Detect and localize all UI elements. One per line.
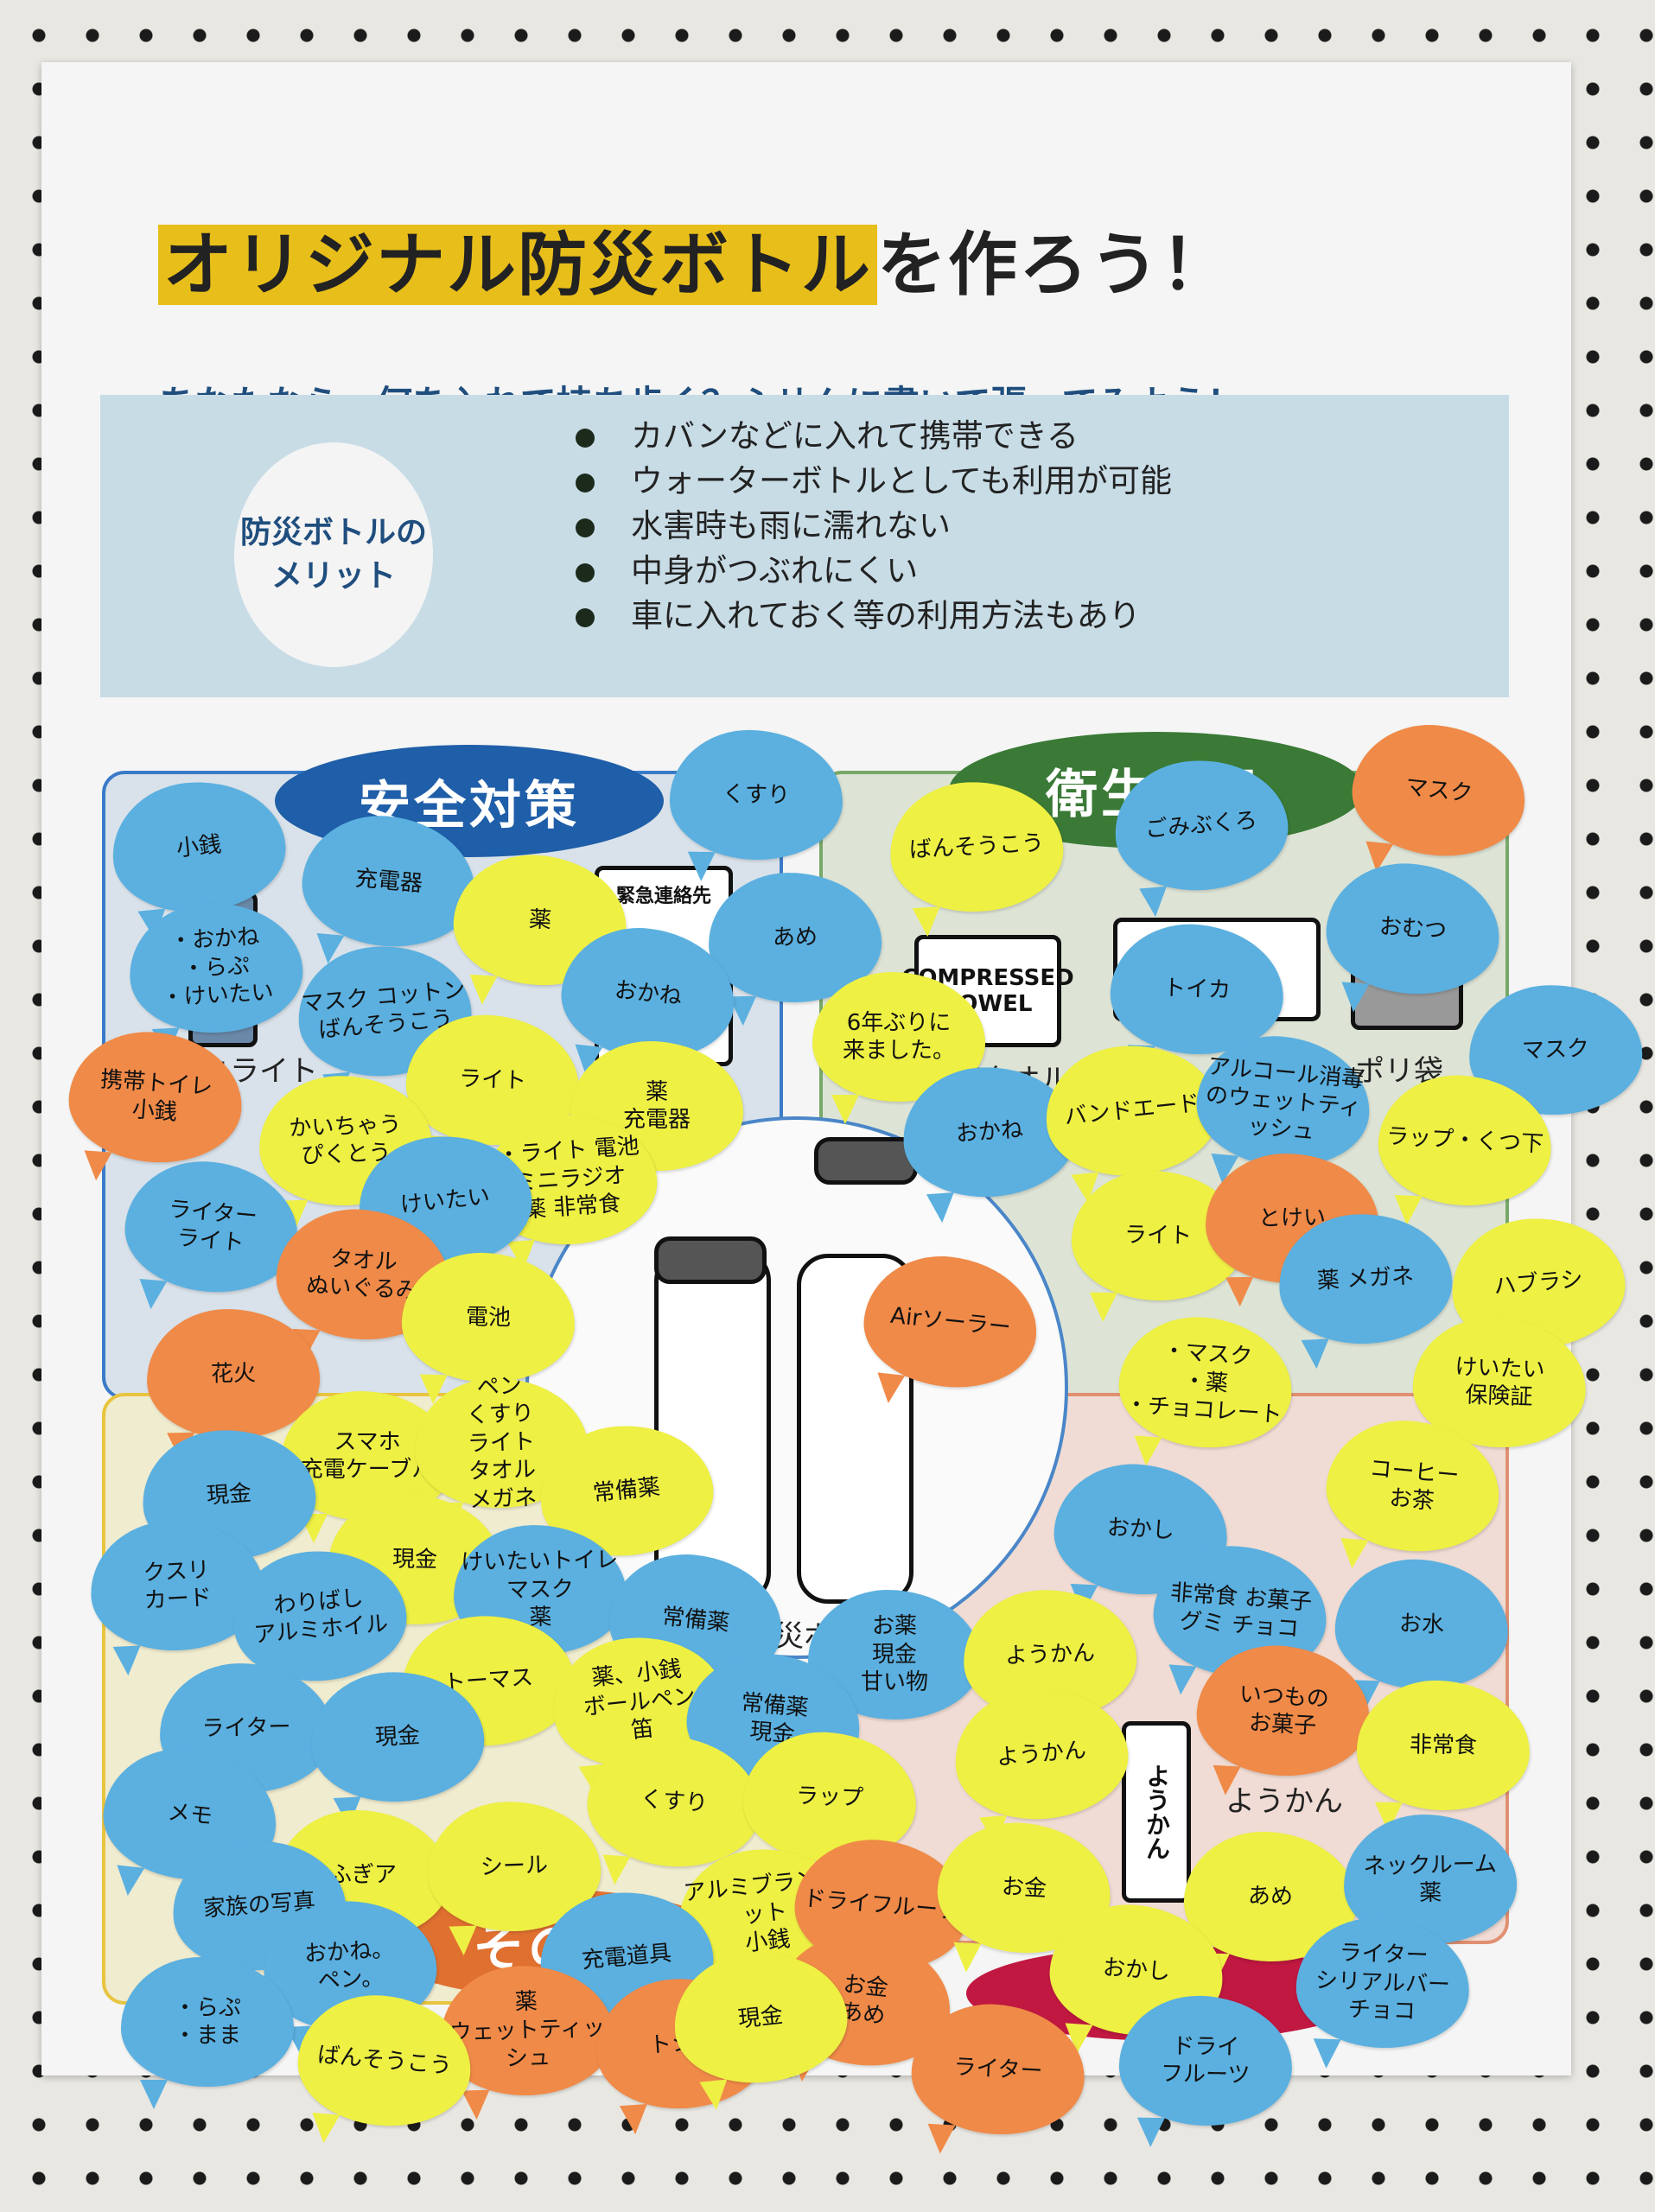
sticky-note-text: おむつ [1378,913,1448,944]
sticky-note-text: 薬 [528,906,552,934]
sticky-note-text: ・マスク ・薬 ・チョコレート [1123,1338,1283,1429]
sticky-note-text: ライター [952,2054,1044,2085]
sticky-note-text: おかし [1106,1514,1175,1544]
sticky-note-text: ばんそうこう [908,830,1045,863]
sticky-note-text: 携帯トイレ 小銭 [99,1066,214,1126]
sticky-note-text: 薬 充電器 [622,1078,691,1134]
title-rest: を作ろう！ [877,225,1232,305]
merit-item: 中身がつぶれにくい [576,549,1172,594]
sticky-note-text: おかね [955,1116,1024,1147]
merit-item: カバンなどに入れて携帯できる [576,414,1172,459]
open-cap-icon [814,1137,918,1185]
sticky-note-text: あめ [1247,1883,1294,1910]
sticky-note-text: ふぎア [328,1861,397,1888]
sticky-note-text: 常備薬 [591,1473,662,1507]
sticky-note-text: 薬 メガネ [1316,1262,1415,1294]
merit-item: 水害時も雨に濡れない [576,504,1172,549]
sticky-note-text: ・おかね ・らぷ ・けいたい [160,924,275,1012]
sticky-note-text: お金 [1001,1873,1047,1903]
sticky-note-text: 現金 [391,1546,438,1573]
sticky-note-text: マスク [1404,773,1474,807]
sticky-note-text: 現金 [205,1479,252,1510]
sticky-note-text: コーヒー お茶 [1368,1455,1461,1516]
sticky-note-text: クスリ カード [142,1556,213,1614]
sticky-note-text: Airソーラー [888,1302,1013,1341]
sticky-note-text: 充電器 [353,865,424,898]
sticky-note-text: 非常食 お菓子 グミ チョコ [1169,1579,1314,1643]
sticky-note-text: ライト [1123,1222,1193,1249]
merit-list: カバンなどに入れて携帯できる ウォーターボトルとしても利用が可能 水害時も雨に濡… [576,414,1172,639]
sticky-note-text: トイカ [1162,975,1232,1004]
sticky-note-text: お水 [1398,1610,1445,1638]
sticky-note-text: ラップ [795,1783,864,1812]
sticky-note-text: シール [480,1852,549,1881]
sticky-note-text: ライター ライト [167,1196,259,1257]
sticky-note-text: バンドエード [1063,1090,1201,1130]
sticky-note-text: わりばし アルミホイル [252,1585,390,1649]
merit-heading: 防災ボトルのメリット [234,442,433,667]
sticky-note-text: ライター シリアルバー チョコ [1314,1940,1451,2025]
sticky-note-text: 常備薬 [660,1603,731,1637]
sticky-note: お薬 現金 甘い物 [808,1590,981,1742]
sticky-note-text: 薬、小銭 ボールペン 笛 [582,1656,697,1745]
sticky-note-text: 電池 [465,1304,512,1332]
title-highlight: オリジナル防災ボトル [158,225,877,305]
sticky-note-text: ばんそうこう [315,2042,454,2080]
poster-title: オリジナル防災ボトルを作ろう！ [158,209,1232,309]
sticky-note-text: ・らぷ ・まま [173,1994,241,2050]
sticky-note-text: けいたい [398,1183,492,1219]
sticky-note-text: ライト [458,1065,527,1095]
sticky-note-text: ドライ フルーツ [1160,2032,1251,2088]
bottle-cap-icon [654,1236,767,1284]
sticky-note: 6年ぶりに 来ました。 [812,972,985,1124]
sticky-note-text: おかし [1102,1955,1171,1986]
sticky-note-text: ネックルーム 薬 [1363,1851,1498,1907]
sticky-note-text: くすり [722,781,791,809]
sticky-note-text: けいたい 保険証 [1454,1353,1546,1411]
sticky-note-text: ようかん [995,1737,1088,1771]
sticky-note-text: アルコール消毒 のウェットティッシュ [1204,1053,1365,1146]
sticky-note-text: おかね [613,976,684,1010]
sticky-note-text: ようかん [1004,1639,1096,1669]
sticky-note-text: マスク [1521,1035,1590,1065]
sticky-note-text: 小銭 [175,831,223,862]
sticky-note-text: 非常食 [1409,1732,1478,1759]
sticky-note-text: スマホ 充電ケーブル [300,1428,435,1484]
sticky-note: ・らぷ ・まま [121,1957,294,2109]
sticky-note-text: おかね。 ペン。 [303,1936,395,1994]
sticky-note-text: くすり [640,1786,709,1817]
sticky-note-text: あめ [772,924,818,951]
sticky-note-text: ライター [201,1713,291,1742]
yokan-icon: ようかん [1122,1721,1191,1903]
sticky-note-text: ペン くすり ライト タオル メガネ [466,1372,538,1514]
sticky-note-text: ごみぶくろ [1143,807,1259,843]
sticky-note-text: タオル ぬいぐるみ [305,1245,419,1305]
merit-item: ウォーターボトルとしても利用が可能 [576,459,1172,504]
sticky-note-text: 現金 [374,1722,421,1751]
sticky-note-text: 充電道具 [580,1940,673,1974]
yokan-label: ようかん [1225,1784,1343,1819]
sticky-note-text: 花火 [210,1360,257,1388]
merit-item: 車に入れておく等の利用方法もあり [576,594,1172,639]
merit-box: 防災ボトルのメリット カバンなどに入れて携帯できる ウォーターボトルとしても利用… [100,395,1509,697]
filled-bottle-icon [654,1249,771,1604]
sticky-note-text: 現金 [736,2002,785,2033]
sticky-note-text: お薬 現金 甘い物 [860,1613,928,1696]
sticky-note-text: 6年ぶりに 来ました。 [842,1009,955,1065]
sticky-note-text: いつもの お菓子 [1238,1681,1330,1739]
sticky-note-text: メモ [166,1799,214,1830]
sticky-note-text: ハブラシ [1493,1266,1584,1300]
sticky-note-text: ラップ・くつ下 [1385,1123,1544,1158]
